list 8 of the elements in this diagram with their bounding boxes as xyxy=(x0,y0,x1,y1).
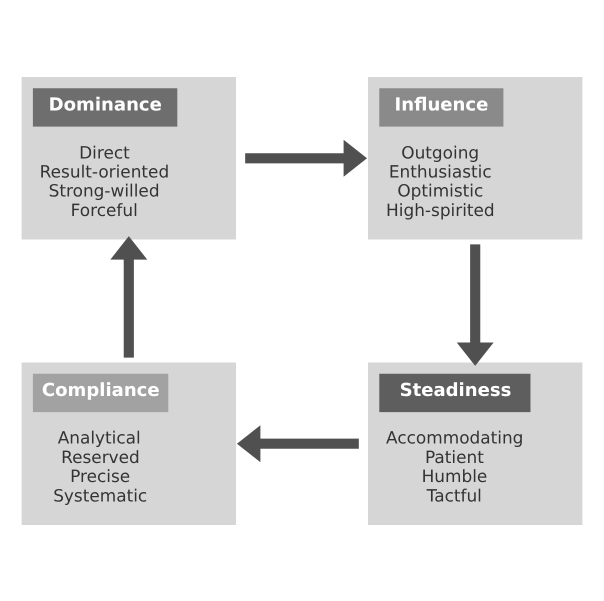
node-box: Dominance Direct Result-oriented Strong-willed Forceful xyxy=(22,76,236,239)
arrow xyxy=(456,244,494,366)
node-box: Compliance Analytical Reserved Precise Systematic xyxy=(22,362,236,524)
node-box: Influence Outgoing Enthusiastic Optimistic High-spirited xyxy=(368,76,582,239)
arrow xyxy=(236,424,359,462)
node-box: Steadiness Accommodating Patient Humble Tactful xyxy=(368,362,582,524)
arrow xyxy=(245,139,368,176)
arrow xyxy=(110,236,148,358)
